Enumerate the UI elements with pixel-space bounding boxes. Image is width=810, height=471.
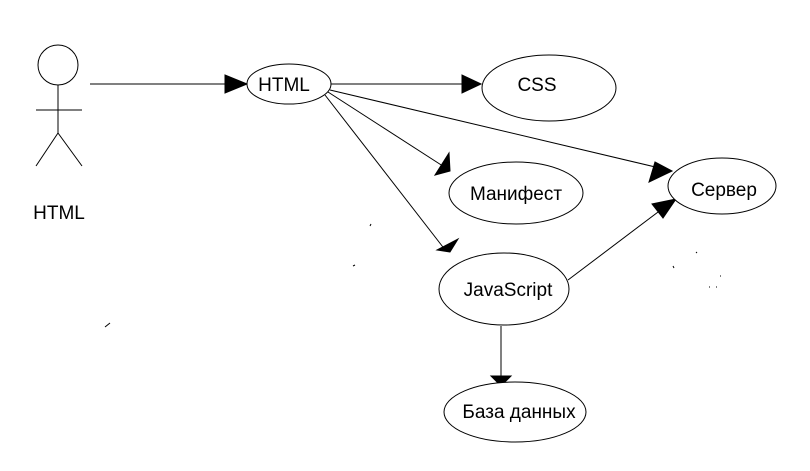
actor-head — [37, 44, 79, 86]
node-manifest: Манифест — [448, 161, 584, 225]
node-javascript: JavaScript — [438, 252, 570, 326]
actor-figure — [35, 44, 83, 167]
node-html-label: HTML — [258, 75, 310, 96]
edge-javascript-server — [567, 199, 675, 281]
node-manifest-label: Манифест — [470, 184, 562, 205]
edge-html-manifest — [327, 91, 450, 171]
arrowhead-html — [224, 74, 249, 94]
speck — [695, 251, 698, 254]
speck — [104, 322, 111, 328]
speck — [369, 223, 372, 227]
edges — [90, 83, 675, 386]
node-database-label: База данных — [462, 402, 576, 423]
arrowhead-database — [489, 375, 513, 387]
node-server: Сервер — [667, 157, 777, 215]
node-server-ellipse — [667, 157, 777, 215]
edge-html-javascript — [324, 94, 447, 252]
speck — [352, 264, 356, 267]
actor-right-leg — [57, 132, 83, 167]
arrowhead-javascript — [435, 237, 460, 253]
node-css: CSS — [481, 54, 617, 122]
edge-html-server — [329, 89, 669, 171]
node-css-ellipse — [481, 54, 617, 122]
actor-label: HTML — [33, 203, 85, 224]
node-css-label: CSS — [517, 75, 556, 96]
arrowhead-server-from-javascript — [651, 198, 678, 219]
stray-marks — [104, 223, 721, 328]
actor-left-leg — [35, 132, 59, 167]
arrowhead-server-from-html — [648, 161, 674, 183]
speck — [672, 265, 675, 269]
node-database: База данных — [443, 381, 587, 443]
node-html: HTML — [246, 63, 332, 105]
node-database-ellipse — [443, 381, 587, 443]
node-manifest-ellipse — [448, 161, 584, 225]
arrowhead-manifest — [433, 151, 451, 176]
arrowhead-css — [461, 74, 483, 94]
node-javascript-ellipse — [438, 252, 570, 326]
node-server-label: Сервер — [691, 180, 757, 201]
node-html-ellipse — [246, 63, 332, 105]
arrowheads — [224, 74, 678, 387]
node-javascript-label: JavaScript — [464, 280, 553, 301]
